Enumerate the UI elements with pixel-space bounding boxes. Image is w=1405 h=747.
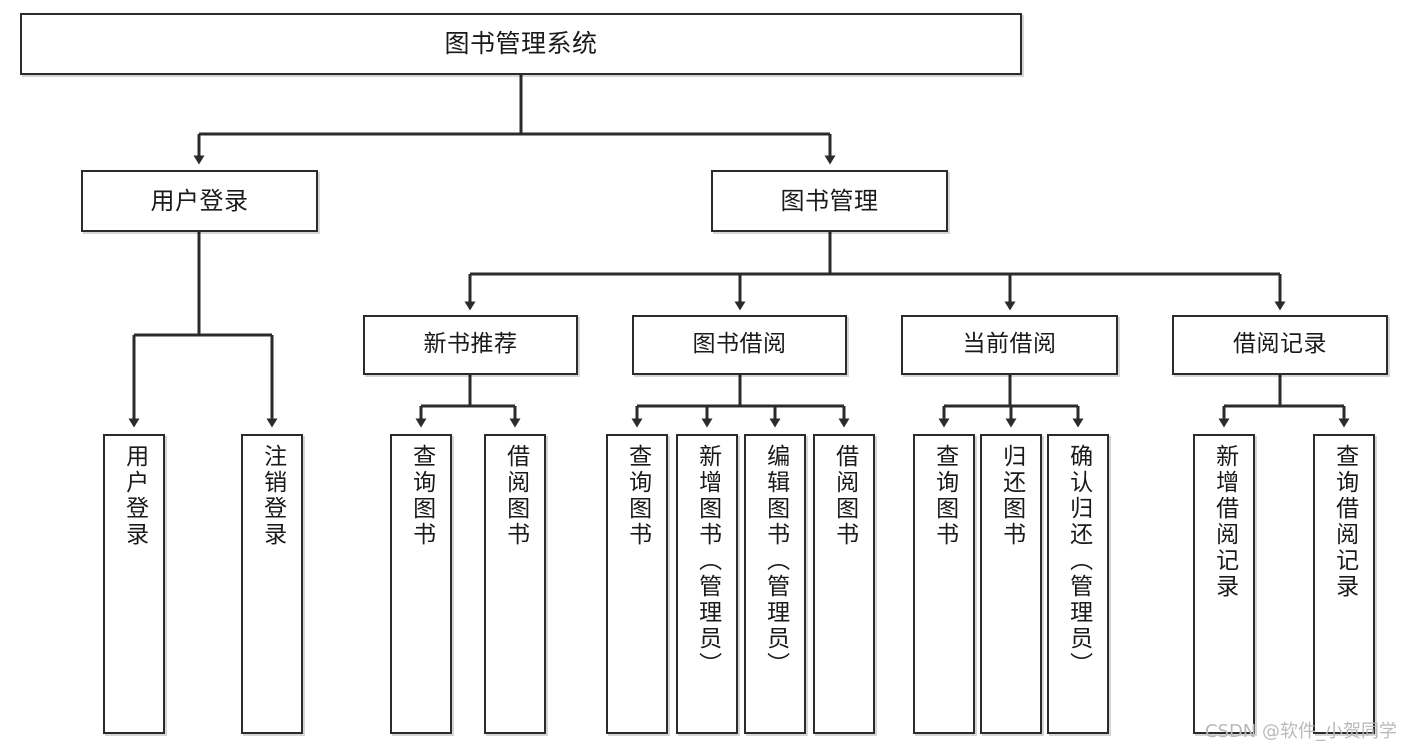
node-label: 用户登录 — [150, 186, 249, 215]
node-label: 查询图书 — [931, 444, 958, 548]
node-label: 借阅图书 — [502, 444, 529, 548]
leaf-borrow-record-query[interactable]: 查询借阅记录 — [1313, 434, 1375, 734]
node-current-borrow[interactable]: 当前借阅 — [901, 315, 1118, 375]
node-book-borrow[interactable]: 图书借阅 — [632, 315, 847, 375]
node-label: 确认归还（管理员） — [1065, 444, 1092, 678]
csdn-watermark: CSDN @软件_小贺同学 — [1204, 721, 1397, 742]
leaf-new-book-borrow[interactable]: 借阅图书 — [484, 434, 546, 734]
node-label: 查询图书 — [624, 444, 651, 548]
leaf-book-borrow-edit[interactable]: 编辑图书（管理员） — [744, 434, 806, 734]
leaf-current-borrow-confirm[interactable]: 确认归还（管理员） — [1047, 434, 1109, 734]
node-label: 图书借阅 — [692, 331, 787, 358]
node-label: 图书管理 — [780, 186, 879, 215]
node-label: 图书管理系统 — [444, 29, 598, 59]
leaf-book-borrow-query[interactable]: 查询图书 — [606, 434, 668, 734]
leaf-user-login-logout[interactable]: 注销登录 — [241, 434, 303, 734]
node-borrow-record[interactable]: 借阅记录 — [1172, 315, 1388, 375]
node-label: 用户登录 — [121, 444, 148, 548]
leaf-book-borrow-add[interactable]: 新增图书（管理员） — [676, 434, 738, 734]
node-book-management[interactable]: 图书管理 — [711, 170, 948, 232]
node-root[interactable]: 图书管理系统 — [20, 13, 1022, 75]
leaf-new-book-query[interactable]: 查询图书 — [390, 434, 452, 734]
node-label: 新增图书（管理员） — [694, 444, 721, 678]
node-user-login[interactable]: 用户登录 — [81, 170, 318, 232]
leaf-borrow-record-add[interactable]: 新增借阅记录 — [1193, 434, 1255, 734]
node-label: 新书推荐 — [423, 331, 518, 358]
node-label: 当前借阅 — [962, 331, 1057, 358]
leaf-user-login-login[interactable]: 用户登录 — [103, 434, 165, 734]
node-label: 借阅记录 — [1233, 331, 1327, 358]
leaf-current-borrow-return[interactable]: 归还图书 — [980, 434, 1042, 734]
node-label: 查询借阅记录 — [1331, 444, 1358, 600]
node-label: 编辑图书（管理员） — [762, 444, 789, 678]
node-label: 新增借阅记录 — [1211, 444, 1238, 600]
leaf-book-borrow-borrow[interactable]: 借阅图书 — [813, 434, 875, 734]
node-label: 归还图书 — [998, 444, 1025, 548]
node-label: 借阅图书 — [831, 444, 858, 548]
node-label: 查询图书 — [408, 444, 435, 548]
leaf-current-borrow-query[interactable]: 查询图书 — [913, 434, 975, 734]
node-label: 注销登录 — [259, 444, 286, 548]
node-new-book-recommend[interactable]: 新书推荐 — [363, 315, 578, 375]
